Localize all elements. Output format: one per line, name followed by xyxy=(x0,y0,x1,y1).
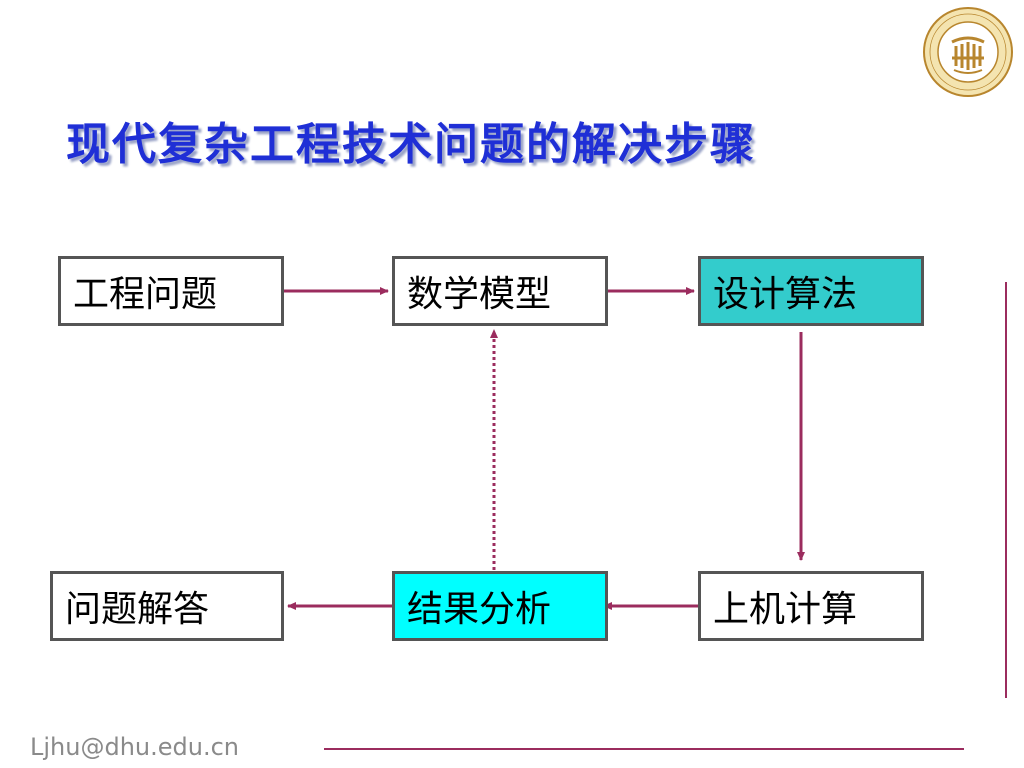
university-seal-icon xyxy=(923,7,1013,97)
footer-email: Ljhu@dhu.edu.cn xyxy=(30,733,239,761)
node-math-model: 数学模型 xyxy=(392,256,608,326)
node-problem-answer: 问题解答 xyxy=(50,571,284,641)
slide-title: 现代复杂工程技术问题的解决步骤 xyxy=(66,119,756,170)
node-result-analysis: 结果分析 xyxy=(392,571,608,641)
node-computer-compute: 上机计算 xyxy=(698,571,924,641)
node-design-algorithm: 设计算法 xyxy=(698,256,924,326)
node-engineering-problem: 工程问题 xyxy=(58,256,284,326)
